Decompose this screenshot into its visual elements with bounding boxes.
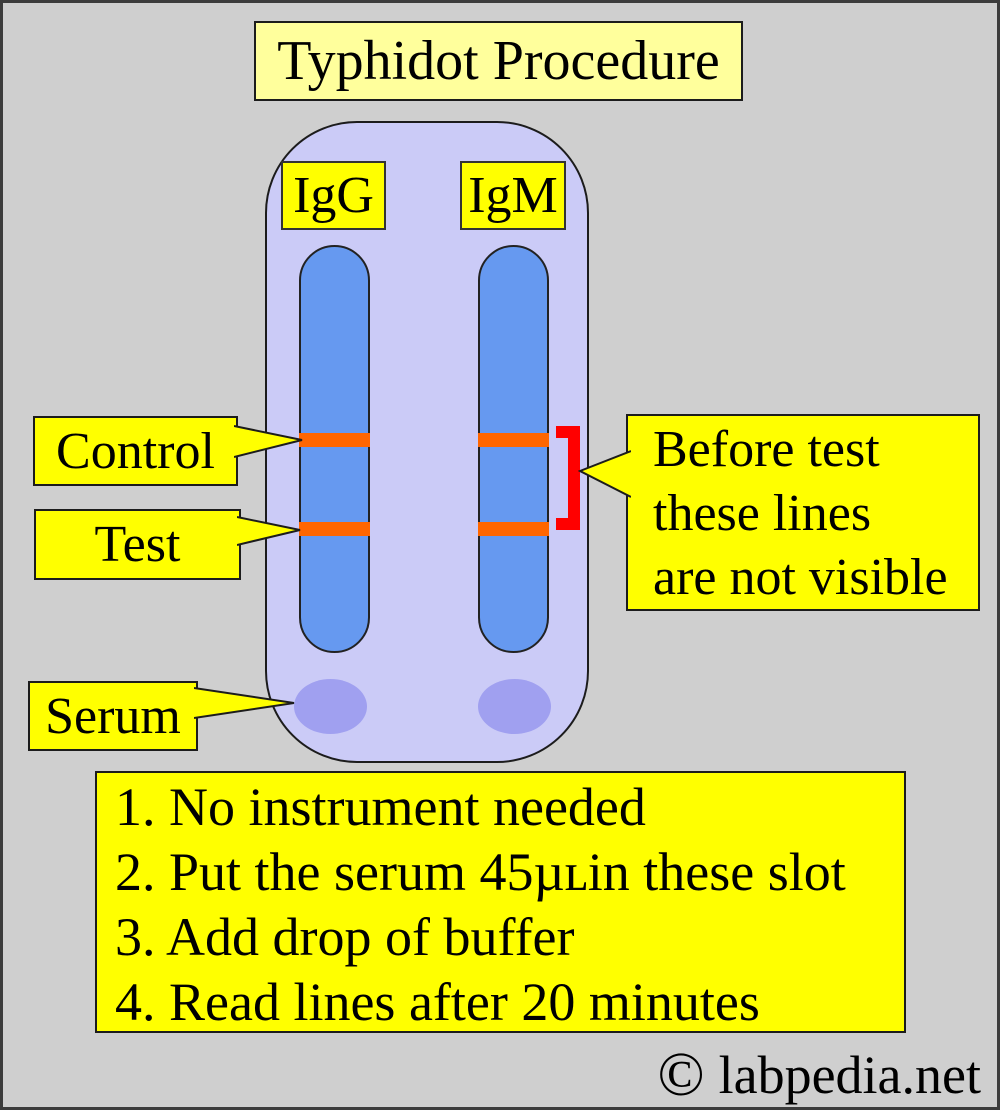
test-callout: Test bbox=[34, 509, 241, 580]
control-callout: Control bbox=[33, 416, 238, 486]
serum-callout: Serum bbox=[28, 681, 198, 751]
igm-serum-well bbox=[478, 679, 551, 734]
before-test-line-2: these lines bbox=[653, 485, 872, 542]
igm-control-line bbox=[478, 433, 549, 447]
igg-label: IgG bbox=[281, 161, 386, 230]
diagram-title: Typhidot Procedure bbox=[254, 21, 743, 101]
before-test-line-1: Before test bbox=[653, 421, 880, 478]
control-callout-text: Control bbox=[56, 422, 215, 480]
instruction-step-1: 1. No instrument needed bbox=[115, 777, 646, 837]
igg-label-text: IgG bbox=[293, 167, 374, 224]
instructions-box: 1. No instrument needed 2. Put the serum… bbox=[95, 771, 906, 1033]
red-bracket bbox=[556, 426, 580, 530]
igm-test-strip bbox=[478, 245, 549, 653]
instruction-step-3: 3. Add drop of buffer bbox=[115, 907, 575, 967]
control-callout-pointer bbox=[234, 425, 303, 458]
instruction-step-2: 2. Put the serum 45µʟin these slot bbox=[115, 842, 846, 902]
igg-test-line bbox=[299, 522, 370, 536]
igm-test-line bbox=[478, 522, 549, 536]
diagram-title-text: Typhidot Procedure bbox=[277, 30, 720, 92]
instruction-step-4: 4. Read lines after 20 minutes bbox=[115, 972, 760, 1032]
igm-label: IgM bbox=[460, 161, 566, 230]
igm-label-text: IgM bbox=[468, 167, 558, 224]
copyright-site-text: labpedia.net bbox=[718, 1045, 981, 1105]
copyright-icon: © bbox=[657, 1041, 705, 1109]
igg-control-line bbox=[299, 433, 370, 447]
copyright: © labpedia.net bbox=[658, 1043, 982, 1107]
before-test-line-3: are not visible bbox=[653, 549, 948, 606]
igg-test-strip bbox=[299, 245, 370, 653]
igg-serum-well bbox=[294, 679, 367, 734]
test-callout-pointer bbox=[237, 516, 301, 546]
before-test-callout-pointer bbox=[578, 450, 631, 498]
before-test-callout: Before test these lines are not visible bbox=[626, 414, 980, 611]
test-callout-text: Test bbox=[94, 516, 181, 573]
serum-callout-text: Serum bbox=[45, 687, 181, 745]
serum-callout-pointer bbox=[194, 687, 295, 719]
